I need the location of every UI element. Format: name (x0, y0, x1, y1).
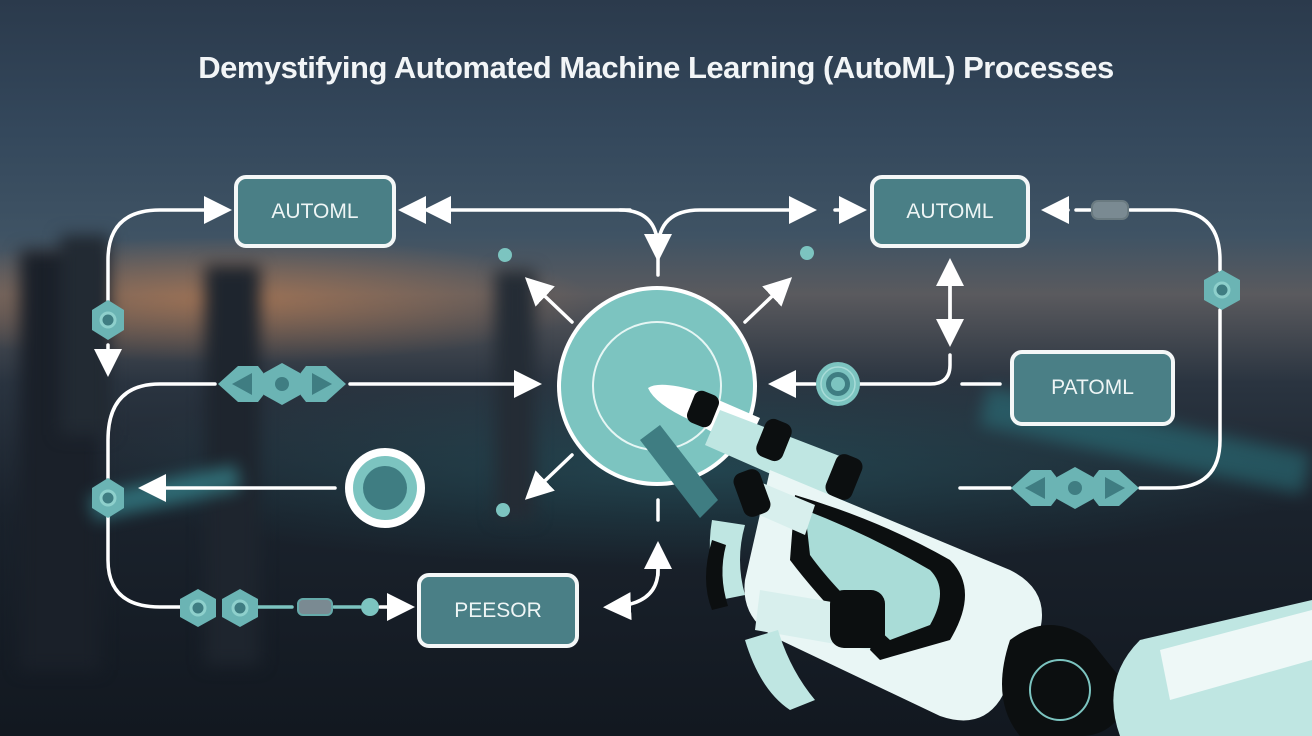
dot-icon (496, 246, 814, 517)
peesor-node: PEESOR (417, 573, 579, 648)
connector-arrow (656, 196, 817, 252)
ring-node-icon (345, 448, 425, 528)
node-label: PEESOR (454, 598, 542, 622)
page-title: Demystifying Automated Machine Learning … (198, 50, 1114, 85)
hexagon-icon (92, 270, 1240, 627)
node-label: PATOML (1051, 376, 1134, 399)
patoml-node: PATOML (1010, 350, 1175, 426)
dot-icon (361, 598, 379, 616)
automl-node-top-right: AUTOML (870, 175, 1030, 248)
ring-node-icon (816, 362, 860, 406)
pill-icon (297, 598, 333, 616)
node-label: AUTOML (906, 199, 994, 223)
diamond-chevron-cluster-icon (218, 363, 346, 405)
node-label: AUTOML (271, 199, 359, 223)
diamond-chevron-cluster-icon (1011, 467, 1139, 509)
connector-arrow (106, 196, 232, 302)
automl-node-top-left: AUTOML (234, 175, 396, 248)
robot-hand-illustration (640, 384, 1312, 736)
pill-icon (1091, 200, 1129, 220)
